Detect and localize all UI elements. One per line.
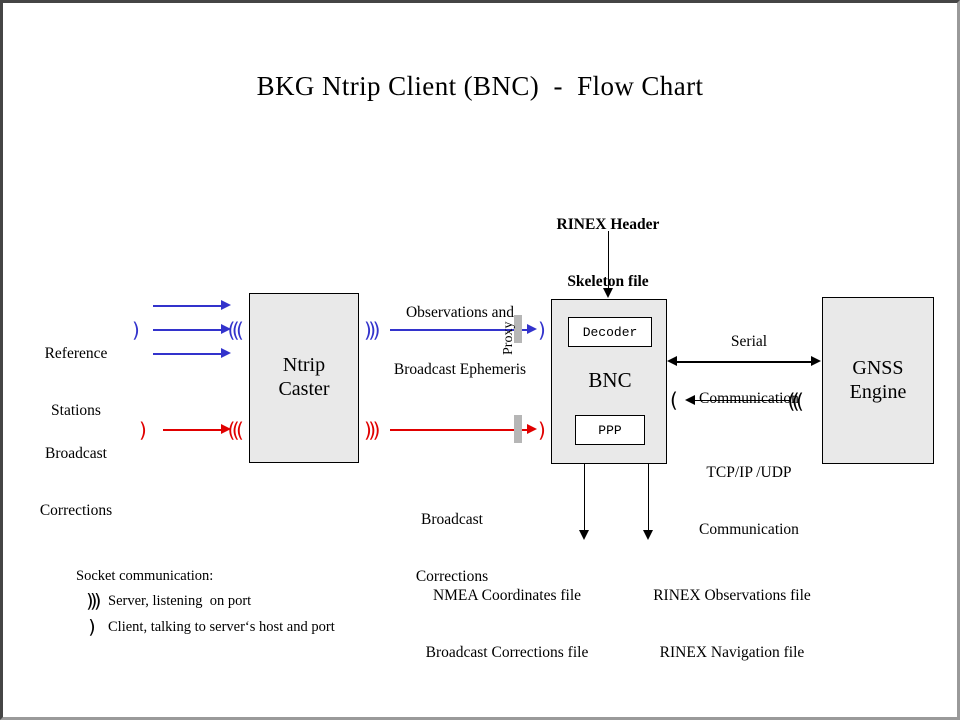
label-observations-ephemeris: Observations and Broadcast Ephemeris — [371, 266, 549, 417]
arrow-head-output-right — [643, 530, 653, 540]
client-socket-icon-reference-stations: ) — [132, 318, 140, 342]
arrow-line-ref-station-3 — [153, 353, 221, 355]
arrow-line-tcpip — [695, 400, 790, 401]
bnc-ppp-module[interactable]: PPP — [575, 415, 645, 445]
bnc-label: BNC — [588, 368, 632, 392]
legend-row-client: ) Client, talking to server‘s host and p… — [76, 616, 335, 638]
tcpip-communication-line2: Communication — [699, 520, 799, 538]
server-antenna-icon-gnss-tcpip: ))) — [791, 389, 804, 413]
output-right-line2: RINEX Navigation file — [659, 643, 805, 661]
arrow-head-broadcast-corrections-in — [221, 424, 231, 434]
gnss-engine-line2: Engine — [849, 380, 907, 403]
output-left-line1: NMEA Coordinates file — [432, 586, 582, 604]
arrow-line-output-left — [584, 464, 585, 531]
client-socket-icon-bnc-in-blue: ) — [538, 318, 546, 342]
broadcast-corrections-src-line2: Corrections — [39, 501, 113, 519]
broadcast-corrections-stream-line2: Corrections — [415, 567, 489, 585]
page-title: BKG Ntrip Client (BNC) - Flow Chart — [256, 71, 704, 101]
rinex-header-skeleton-line2: Skeleton file — [567, 272, 649, 290]
arrow-head-serial-right — [811, 356, 821, 366]
serial-communication-line2: Communication — [699, 389, 799, 407]
node-bnc[interactable]: Decoder BNC PPP — [551, 299, 667, 464]
arrow-line-broadcast-corrections-in — [163, 429, 221, 431]
label-reference-stations: Reference Stations — [21, 307, 131, 458]
arrow-head-skeleton-to-bnc — [603, 288, 613, 298]
output-left-line2: Broadcast Corrections file — [425, 643, 589, 661]
arrow-line-serial — [677, 361, 811, 363]
server-antenna-icon-caster-out-red: ))) — [364, 418, 380, 442]
broadcast-corrections-src-line1: Broadcast — [45, 444, 107, 462]
legend-client-text: Client, talking to server‘s host and por… — [108, 619, 335, 635]
client-socket-icon-bnc-in-red: ) — [538, 418, 546, 442]
server-antenna-icon-caster-in-blue: ))) — [231, 318, 244, 342]
bnc-decoder-module[interactable]: Decoder — [568, 317, 652, 347]
server-antenna-icon-caster-in-red: ))) — [231, 418, 244, 442]
legend-server-text: Server, listening on port — [108, 593, 252, 609]
label-tcpip-communication: TCP/IP /UDP Communication — [673, 426, 825, 577]
arrow-head-corrections-stream — [527, 424, 537, 434]
rinex-header-skeleton-line1: RINEX Header — [556, 215, 660, 233]
arrow-head-serial-left — [667, 356, 677, 366]
label-output-files-right: RINEX Observations file RINEX Navigation… — [632, 549, 832, 700]
label-broadcast-corrections-stream: Broadcast Corrections — [389, 473, 515, 624]
arrow-head-ref-station-2 — [221, 324, 231, 334]
arrow-head-output-left — [579, 530, 589, 540]
label-proxy: Proxy — [501, 321, 516, 355]
arrow-head-tcpip — [685, 395, 695, 405]
arrow-line-corrections-stream — [390, 429, 531, 431]
label-output-files-left: NMEA Coordinates file Broadcast Correcti… — [399, 549, 615, 700]
label-serial-communication: Serial Communication — [675, 295, 823, 446]
legend-title: Socket communication: — [76, 568, 214, 584]
observations-ephemeris-line2: Broadcast Ephemeris — [393, 360, 527, 378]
arrow-line-output-right — [648, 464, 649, 531]
node-gnss-engine[interactable]: GNSS Engine — [822, 297, 934, 464]
client-socket-icon-legend: ) — [88, 616, 96, 638]
gnss-engine-line1: GNSS — [852, 356, 904, 379]
label-broadcast-corrections-source: Broadcast Corrections — [17, 407, 135, 558]
serial-communication-line1: Serial — [730, 332, 768, 350]
client-socket-icon-bnc-tcpip: ( — [670, 388, 678, 412]
ntrip-caster-line2: Caster — [278, 378, 330, 400]
arrow-line-ref-station-1 — [153, 305, 221, 307]
arrow-line-skeleton-to-bnc — [608, 231, 609, 289]
reference-stations-line1: Reference — [44, 344, 108, 362]
proxy-bar-lower — [514, 415, 522, 443]
ntrip-caster-line1: Ntrip — [282, 354, 326, 377]
node-ntrip-caster[interactable]: Ntrip Caster — [249, 293, 359, 463]
server-antenna-icon-legend: ))) — [86, 590, 101, 612]
proxy-bar-upper — [514, 315, 522, 343]
legend-row-server: ))) Server, listening on port — [76, 592, 335, 611]
legend: Socket communication: ))) Server, listen… — [76, 568, 335, 637]
output-right-line1: RINEX Observations file — [653, 586, 811, 604]
observations-ephemeris-line1: Observations and — [405, 303, 515, 321]
client-socket-icon-broadcast-corrections: ) — [139, 418, 147, 442]
label-rinex-header-skeleton: RINEX Header Skeleton file — [527, 178, 689, 329]
server-antenna-icon-caster-out-blue: ))) — [364, 318, 380, 342]
tcpip-communication-line1: TCP/IP /UDP — [706, 463, 792, 481]
reference-stations-line2: Stations — [51, 401, 101, 419]
arrow-head-observations-stream — [527, 324, 537, 334]
arrow-head-ref-station-1 — [221, 300, 231, 310]
arrow-line-ref-station-2 — [153, 329, 221, 331]
arrow-line-observations-stream — [390, 329, 531, 331]
broadcast-corrections-stream-line1: Broadcast — [421, 510, 483, 528]
arrow-head-ref-station-3 — [221, 348, 231, 358]
